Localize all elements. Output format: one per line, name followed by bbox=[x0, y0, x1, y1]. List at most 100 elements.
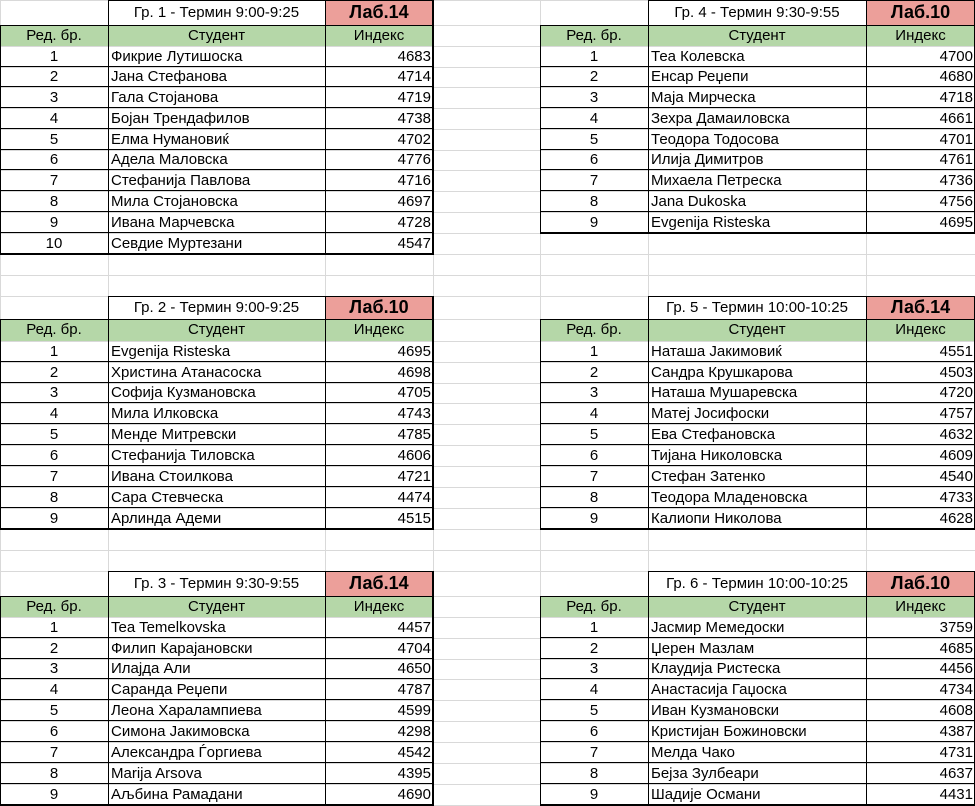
row-number[interactable]: 7 bbox=[49, 172, 59, 189]
row-number[interactable]: 6 bbox=[589, 151, 599, 168]
student-index[interactable]: 4733 bbox=[939, 489, 973, 506]
row-number[interactable]: 8 bbox=[49, 765, 59, 782]
lab-badge[interactable]: Лаб.10 bbox=[866, 0, 975, 25]
student-name[interactable]: Стефанија Тиловска bbox=[111, 447, 255, 464]
student-name[interactable]: Клаудија Ристеска bbox=[651, 660, 781, 677]
row-number[interactable]: 9 bbox=[589, 510, 599, 527]
student-index[interactable]: 4728 bbox=[397, 214, 431, 231]
row-number[interactable]: 5 bbox=[49, 131, 59, 148]
student-index[interactable]: 4609 bbox=[939, 447, 973, 464]
student-name[interactable]: Софија Кузмановска bbox=[111, 384, 256, 401]
student-index[interactable]: 4551 bbox=[939, 343, 973, 360]
student-name[interactable]: Наташа Јакимовиќ bbox=[651, 343, 782, 360]
student-name[interactable]: Александра Ѓоргиева bbox=[111, 744, 262, 761]
lab-badge[interactable]: Лаб.10 bbox=[325, 296, 433, 319]
student-name[interactable]: Џерен Мазлам bbox=[651, 640, 755, 657]
student-index[interactable]: 4721 bbox=[397, 468, 431, 485]
header-num[interactable]: Ред. бр. bbox=[0, 319, 108, 341]
row-number[interactable]: 3 bbox=[49, 660, 59, 677]
student-name[interactable]: Jana Dukoska bbox=[651, 193, 747, 210]
row-number[interactable]: 6 bbox=[589, 723, 599, 740]
row-number[interactable]: 6 bbox=[589, 447, 599, 464]
row-number[interactable]: 1 bbox=[589, 48, 599, 65]
student-name[interactable]: Ивана Марчевска bbox=[111, 214, 235, 231]
row-number[interactable]: 9 bbox=[49, 510, 59, 527]
row-number[interactable]: 3 bbox=[589, 89, 599, 106]
student-index[interactable]: 4683 bbox=[397, 48, 431, 65]
row-number[interactable]: 4 bbox=[589, 681, 599, 698]
student-index[interactable]: 4714 bbox=[397, 68, 431, 85]
student-index[interactable]: 4628 bbox=[939, 510, 973, 527]
student-index[interactable]: 4776 bbox=[397, 151, 431, 168]
header-student[interactable]: Студент bbox=[108, 319, 325, 341]
student-index[interactable]: 4690 bbox=[397, 786, 431, 803]
row-number[interactable]: 9 bbox=[589, 786, 599, 803]
row-number[interactable]: 5 bbox=[49, 426, 59, 443]
student-name[interactable]: Маја Мирческа bbox=[651, 89, 756, 106]
student-name[interactable]: Јана Стефанова bbox=[111, 68, 227, 85]
student-name[interactable]: Адела Маловска bbox=[111, 151, 228, 168]
student-name[interactable]: Саранда Реџепи bbox=[111, 681, 228, 698]
row-number[interactable]: 4 bbox=[589, 110, 599, 127]
row-number[interactable]: 3 bbox=[589, 660, 599, 677]
student-index[interactable]: 4787 bbox=[397, 681, 431, 698]
header-index[interactable]: Индекс bbox=[325, 25, 433, 46]
student-index[interactable]: 4743 bbox=[397, 405, 431, 422]
student-index[interactable]: 4700 bbox=[939, 48, 973, 65]
row-number[interactable]: 3 bbox=[49, 384, 59, 401]
row-number[interactable]: 8 bbox=[49, 193, 59, 210]
student-name[interactable]: Стефанија Павлова bbox=[111, 172, 251, 189]
row-number[interactable]: 7 bbox=[49, 468, 59, 485]
student-index[interactable]: 4718 bbox=[939, 89, 973, 106]
row-number[interactable]: 2 bbox=[49, 364, 59, 381]
row-number[interactable]: 9 bbox=[49, 786, 59, 803]
row-number[interactable]: 7 bbox=[589, 468, 599, 485]
student-name[interactable]: Елма Нумановиќ bbox=[111, 131, 229, 148]
student-index[interactable]: 4734 bbox=[939, 681, 973, 698]
row-number[interactable]: 6 bbox=[49, 151, 59, 168]
header-index[interactable]: Индекс bbox=[325, 596, 433, 617]
row-number[interactable]: 5 bbox=[589, 426, 599, 443]
lab-badge[interactable]: Лаб.14 bbox=[866, 296, 975, 319]
student-index[interactable]: 4705 bbox=[397, 384, 431, 401]
header-num[interactable]: Ред. бр. bbox=[540, 596, 648, 617]
student-index[interactable]: 4716 bbox=[397, 172, 431, 189]
lab-badge[interactable]: Лаб.14 bbox=[325, 571, 433, 596]
student-name[interactable]: Теодора Младеновска bbox=[651, 489, 808, 506]
student-index[interactable]: 4704 bbox=[397, 640, 431, 657]
row-number[interactable]: 5 bbox=[589, 131, 599, 148]
student-index[interactable]: 4474 bbox=[397, 489, 431, 506]
row-number[interactable]: 4 bbox=[49, 110, 59, 127]
row-number[interactable]: 4 bbox=[589, 405, 599, 422]
row-number[interactable]: 3 bbox=[589, 384, 599, 401]
student-index[interactable]: 4695 bbox=[939, 214, 973, 231]
student-index[interactable]: 4701 bbox=[939, 131, 973, 148]
group-title[interactable]: Гр. 5 - Термин 10:00-10:25 bbox=[666, 299, 848, 316]
student-name[interactable]: Шадије Османи bbox=[651, 786, 761, 803]
student-name[interactable]: Михаела Петреска bbox=[651, 172, 782, 189]
student-name[interactable]: Мелда Чако bbox=[651, 744, 735, 761]
row-number[interactable]: 1 bbox=[589, 343, 599, 360]
student-index[interactable]: 4606 bbox=[397, 447, 431, 464]
student-name[interactable]: Стефан Затенко bbox=[651, 468, 766, 485]
student-index[interactable]: 4731 bbox=[939, 744, 973, 761]
row-number[interactable]: 8 bbox=[49, 489, 59, 506]
student-index[interactable]: 4547 bbox=[397, 235, 431, 252]
student-name[interactable]: Јасмир Мемедоски bbox=[651, 619, 785, 636]
student-index[interactable]: 3759 bbox=[939, 619, 973, 636]
student-name[interactable]: Сандра Крушкарова bbox=[651, 364, 793, 381]
row-number[interactable]: 1 bbox=[589, 619, 599, 636]
row-number[interactable]: 8 bbox=[589, 489, 599, 506]
row-number[interactable]: 8 bbox=[589, 193, 599, 210]
row-number[interactable]: 9 bbox=[589, 214, 599, 231]
row-number[interactable]: 9 bbox=[49, 214, 59, 231]
student-index[interactable]: 4761 bbox=[939, 151, 973, 168]
student-name[interactable]: Evgenija Risteska bbox=[651, 214, 771, 231]
student-name[interactable]: Marija Arsova bbox=[111, 765, 202, 782]
student-index[interactable]: 4738 bbox=[397, 110, 431, 127]
header-num[interactable]: Ред. бр. bbox=[0, 596, 108, 617]
header-student[interactable]: Студент bbox=[108, 596, 325, 617]
header-index[interactable]: Индекс bbox=[866, 25, 975, 46]
student-name[interactable]: Илија Димитров bbox=[651, 151, 764, 168]
student-name[interactable]: Мила Стојановска bbox=[111, 193, 238, 210]
